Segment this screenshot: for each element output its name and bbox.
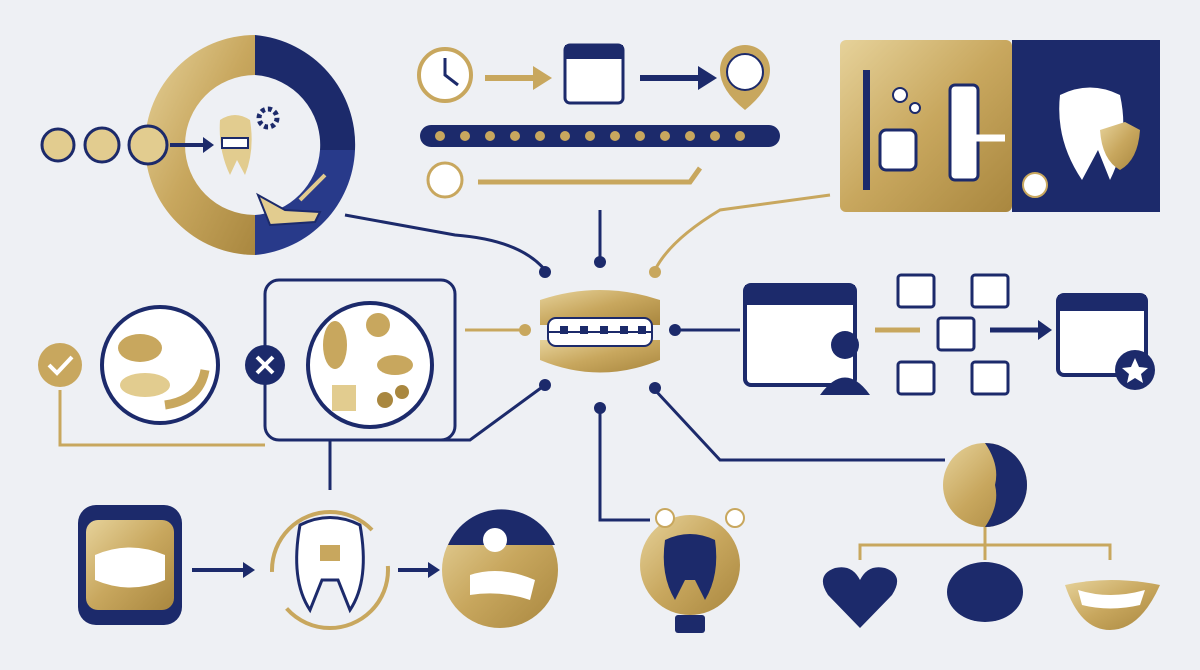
treatment-timeline (417, 43, 780, 199)
tooth-bracket-icon (219, 115, 252, 175)
dentist-calendar-icon (743, 283, 870, 395)
hard-food-plate-icon (306, 301, 434, 429)
x-icon (245, 345, 285, 385)
retainer (78, 505, 558, 630)
calendar-icon (563, 43, 625, 105)
soft-food-plate-icon (100, 305, 220, 425)
heart-icon (822, 567, 898, 628)
jaw-icon (256, 173, 327, 227)
braces-teeth-icon (540, 290, 660, 373)
small-clock-icon (426, 161, 464, 199)
clock-icon (417, 47, 473, 103)
protected-tooth-icon (1059, 87, 1140, 180)
lightbulb-tooth-icon (640, 508, 745, 633)
gear-icon (256, 106, 280, 130)
smile-icon (1065, 580, 1160, 630)
growth-cycle (40, 35, 356, 255)
appointments (743, 273, 1155, 396)
profile-face-icon (943, 443, 1027, 527)
tooth-cycle-icon (270, 510, 390, 630)
night-retainer-icon (442, 509, 558, 628)
clock-pin-icon (720, 45, 770, 110)
diet (38, 278, 457, 442)
child-face-icon (40, 127, 76, 163)
adult-face-icon (127, 124, 169, 166)
timeline-bar (420, 125, 780, 147)
star-calendar-icon (1056, 293, 1155, 390)
check-icon (1022, 172, 1048, 198)
connector-dots (519, 256, 681, 414)
floss-icon (878, 128, 918, 172)
brain-icon (947, 562, 1023, 622)
hygiene (840, 40, 1160, 212)
water-flosser-icon (948, 83, 980, 182)
teen-face-icon (83, 126, 121, 164)
retainer-case-icon (78, 505, 182, 625)
wellbeing (822, 443, 1160, 630)
toothbrush-icon (863, 70, 870, 190)
check-icon (38, 343, 82, 387)
water-drops-icon (892, 87, 921, 114)
checked-calendar-icon (896, 273, 1010, 396)
